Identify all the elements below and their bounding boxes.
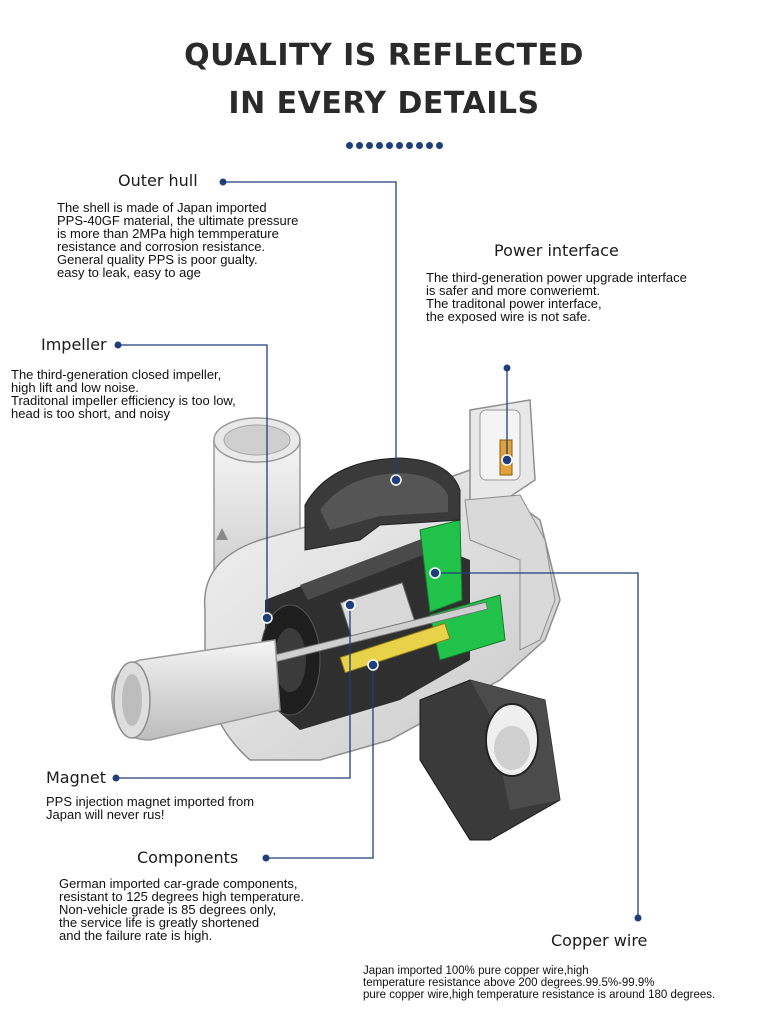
components-description: German imported car-grade components, re… [59,876,304,943]
power-interface-description: The third-generation power upgrade inter… [426,270,687,324]
headline-line-1: QUALITY IS REFLECTED [184,38,584,73]
mounting-bracket [419,679,561,841]
power-connector [464,399,556,651]
magnet-title: Magnet [46,768,107,787]
leader-dots [112,178,642,922]
divider-dots [346,142,443,149]
magnet-description: PPS injection magnet imported from Japan… [46,794,255,822]
impeller-description: The third-generation closed impeller, hi… [11,367,236,421]
power-interface-title: Power interface [494,241,619,260]
outer-hull-description: The shell is made of Japan imported PPS-… [57,200,299,280]
outer-hull-title: Outer hull [118,171,198,190]
leader-lines [116,181,639,918]
headline-line-2: IN EVERY DETAILS [228,86,540,121]
copper-wire-description: Japan imported 100% pure copper wire,hig… [363,965,716,1001]
impeller-title: Impeller [41,335,107,354]
outlet-pipe [111,639,281,741]
components-title: Components [137,848,239,867]
copper-wire-title: Copper wire [551,931,648,950]
